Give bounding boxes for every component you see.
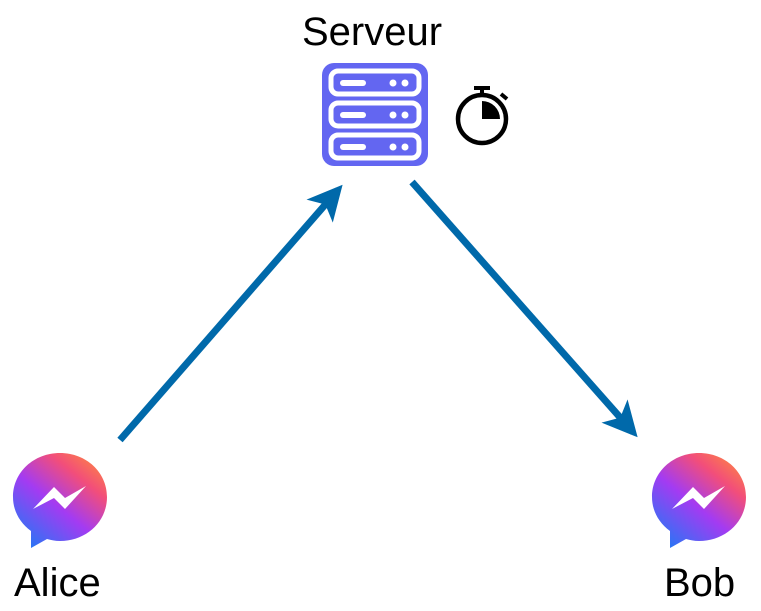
messenger-icon [13,453,107,548]
stopwatch-icon [455,86,509,146]
alice-label: Alice [14,561,101,605]
bob-label: Bob [664,561,736,605]
messenger-icon [652,453,746,548]
server-icon [322,63,428,166]
edge-alice-to-server [117,184,343,443]
server-label: Serveur [302,10,443,54]
edge-server-to-bob [409,179,638,438]
